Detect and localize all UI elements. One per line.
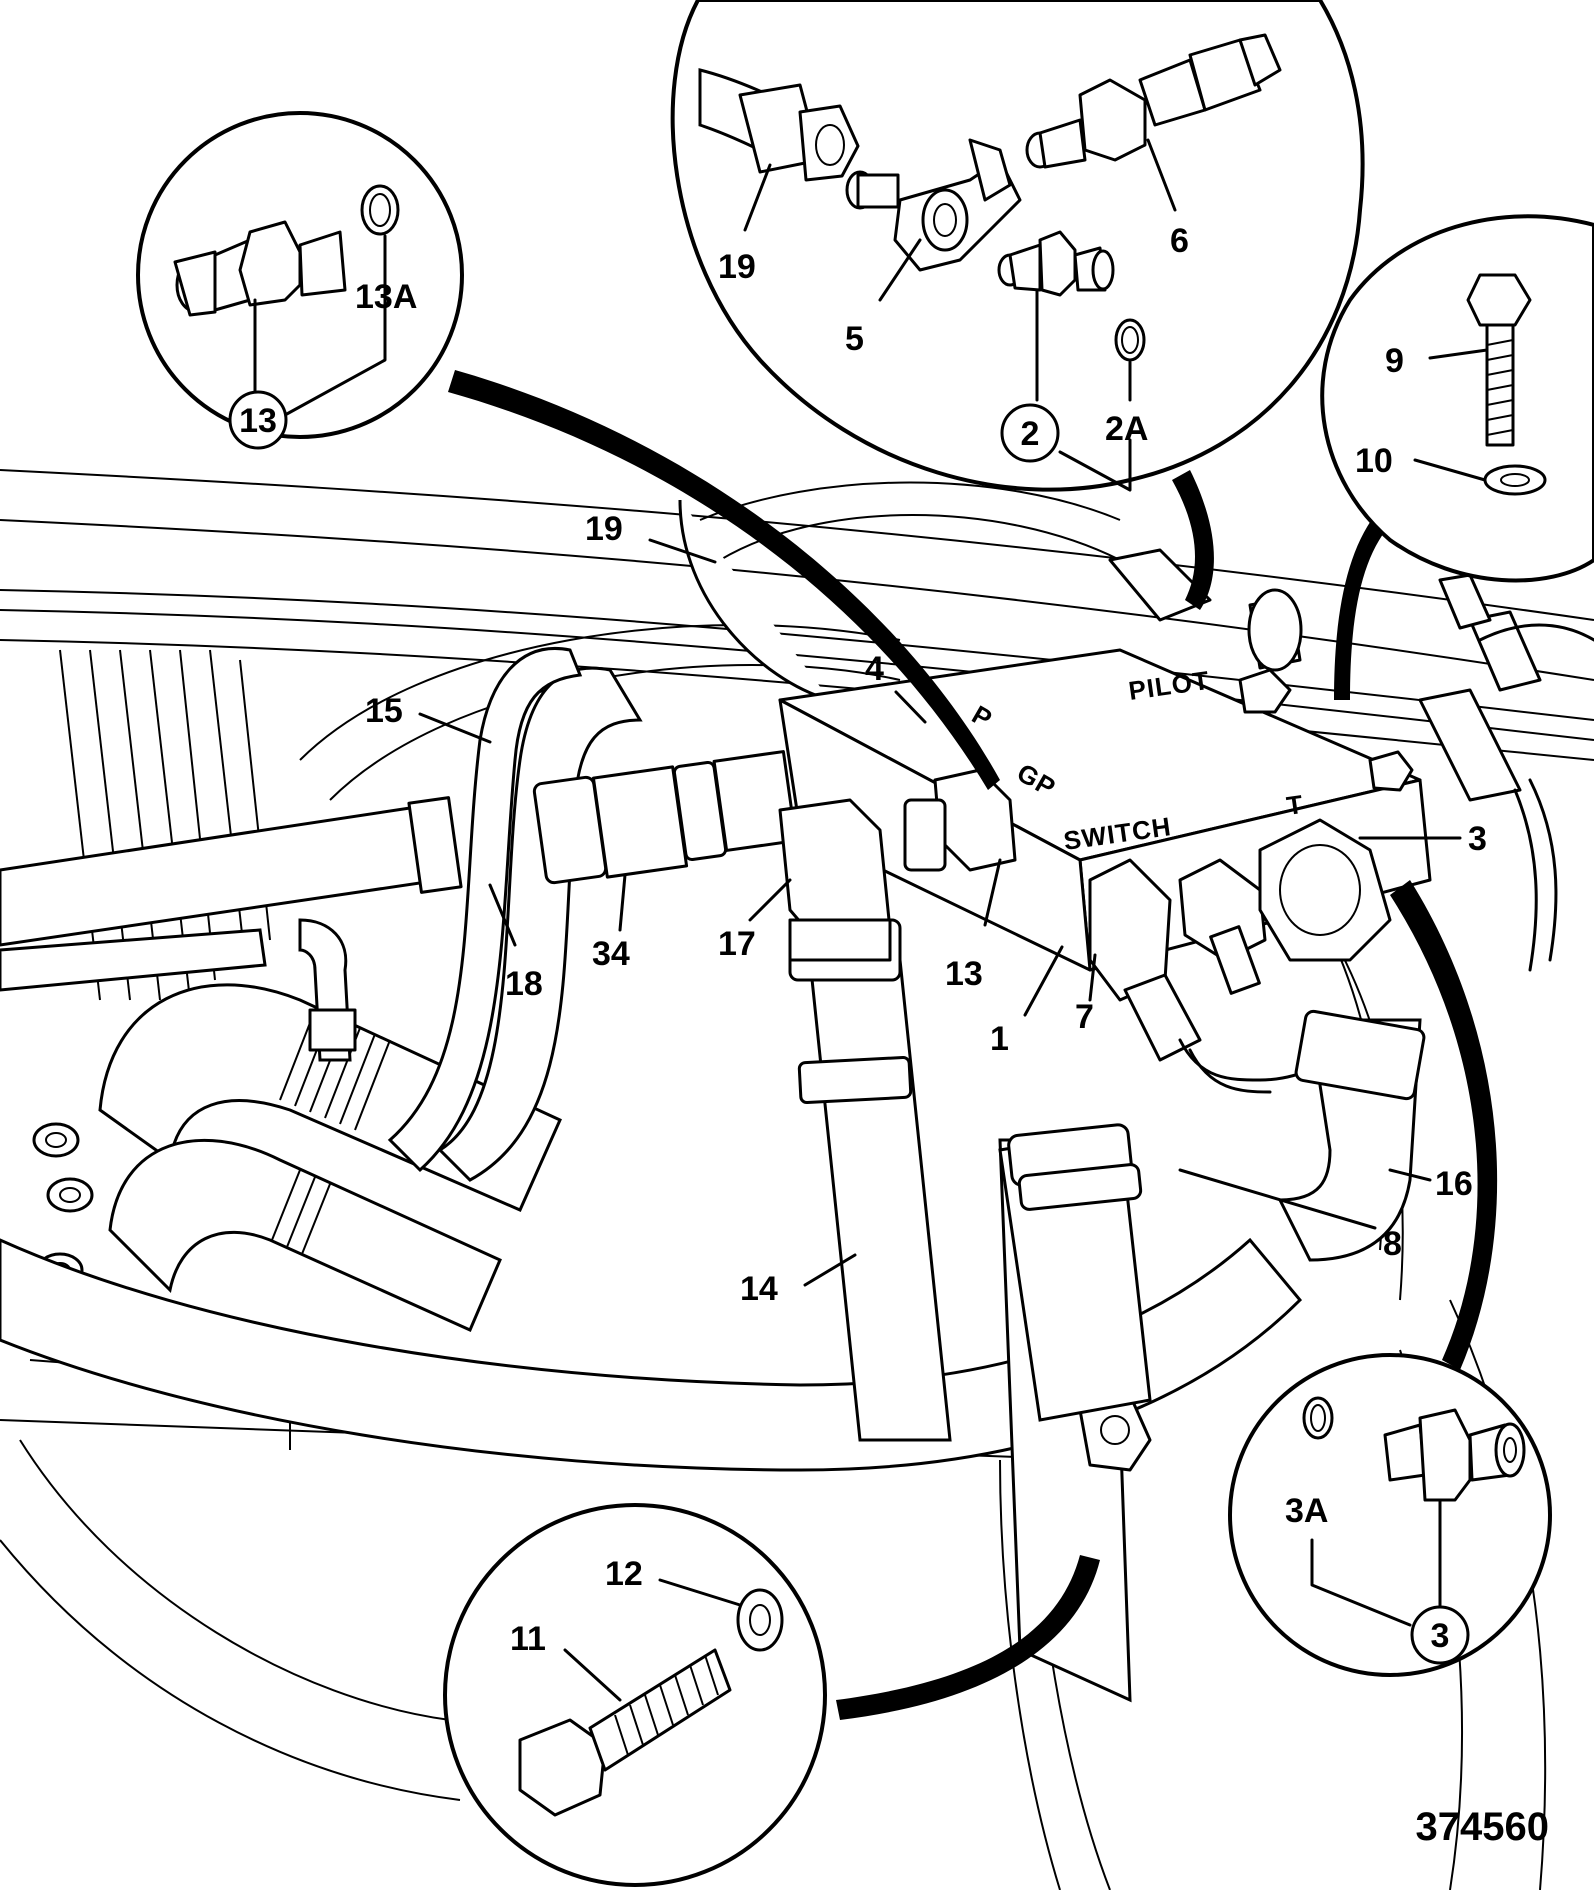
badge-3 <box>1410 1605 1470 1665</box>
callout-16: 16 <box>1435 1165 1473 1203</box>
stamp-t: T <box>1285 789 1306 821</box>
detail-circle-13: 13A 13 <box>136 111 464 450</box>
label-2a: 2A <box>1105 410 1148 448</box>
badge-13 <box>228 390 288 450</box>
detail-circle-bolt-9: 9 10 <box>1320 214 1594 583</box>
valve-block-1: PILOT P GP SWITCH T <box>778 548 1594 1262</box>
detail-circle-bolt-11: 11 12 <box>443 1503 827 1887</box>
label-19-detail: 19 <box>718 248 756 286</box>
callout-8: 8 <box>1383 1225 1402 1263</box>
callout-4: 4 <box>865 650 884 688</box>
hose-14 <box>678 499 1152 1442</box>
label-3-badge: 3 <box>1431 1617 1450 1655</box>
callout-18: 18 <box>505 965 543 1003</box>
main-callouts: 19 15 4 3 18 34 17 13 7 1 16 8 1 <box>365 510 1487 1308</box>
callout-13: 13 <box>945 955 983 993</box>
hose-18 <box>0 750 798 947</box>
detail-leader-bands <box>448 370 1498 1720</box>
callout-34: 34 <box>592 935 630 973</box>
label-12: 12 <box>605 1555 643 1593</box>
label-9: 9 <box>1385 342 1404 380</box>
label-11: 11 <box>510 1620 546 1658</box>
label-13-badge: 13 <box>239 402 277 440</box>
callout-17: 17 <box>718 925 756 963</box>
callout-1: 1 <box>990 1020 1009 1058</box>
label-2-badge: 2 <box>1021 415 1040 453</box>
engine-hoses <box>0 647 643 1332</box>
callout-19: 19 <box>585 510 623 548</box>
badge-2 <box>1000 403 1060 463</box>
detail-circle-3: 3A 3 <box>1228 1353 1552 1677</box>
callout-14: 14 <box>740 1270 778 1308</box>
callout-15: 15 <box>365 692 403 730</box>
label-3a: 3A <box>1285 1492 1328 1530</box>
label-10: 10 <box>1355 442 1393 480</box>
label-5: 5 <box>845 320 864 358</box>
detail-circle-center: 19 5 6 2 2A <box>670 0 1365 492</box>
callout-3: 3 <box>1468 820 1487 858</box>
label-6: 6 <box>1170 222 1189 260</box>
document-number: 374560 <box>1415 1805 1549 1849</box>
label-13a: 13A <box>355 278 417 316</box>
callout-7: 7 <box>1075 998 1094 1036</box>
